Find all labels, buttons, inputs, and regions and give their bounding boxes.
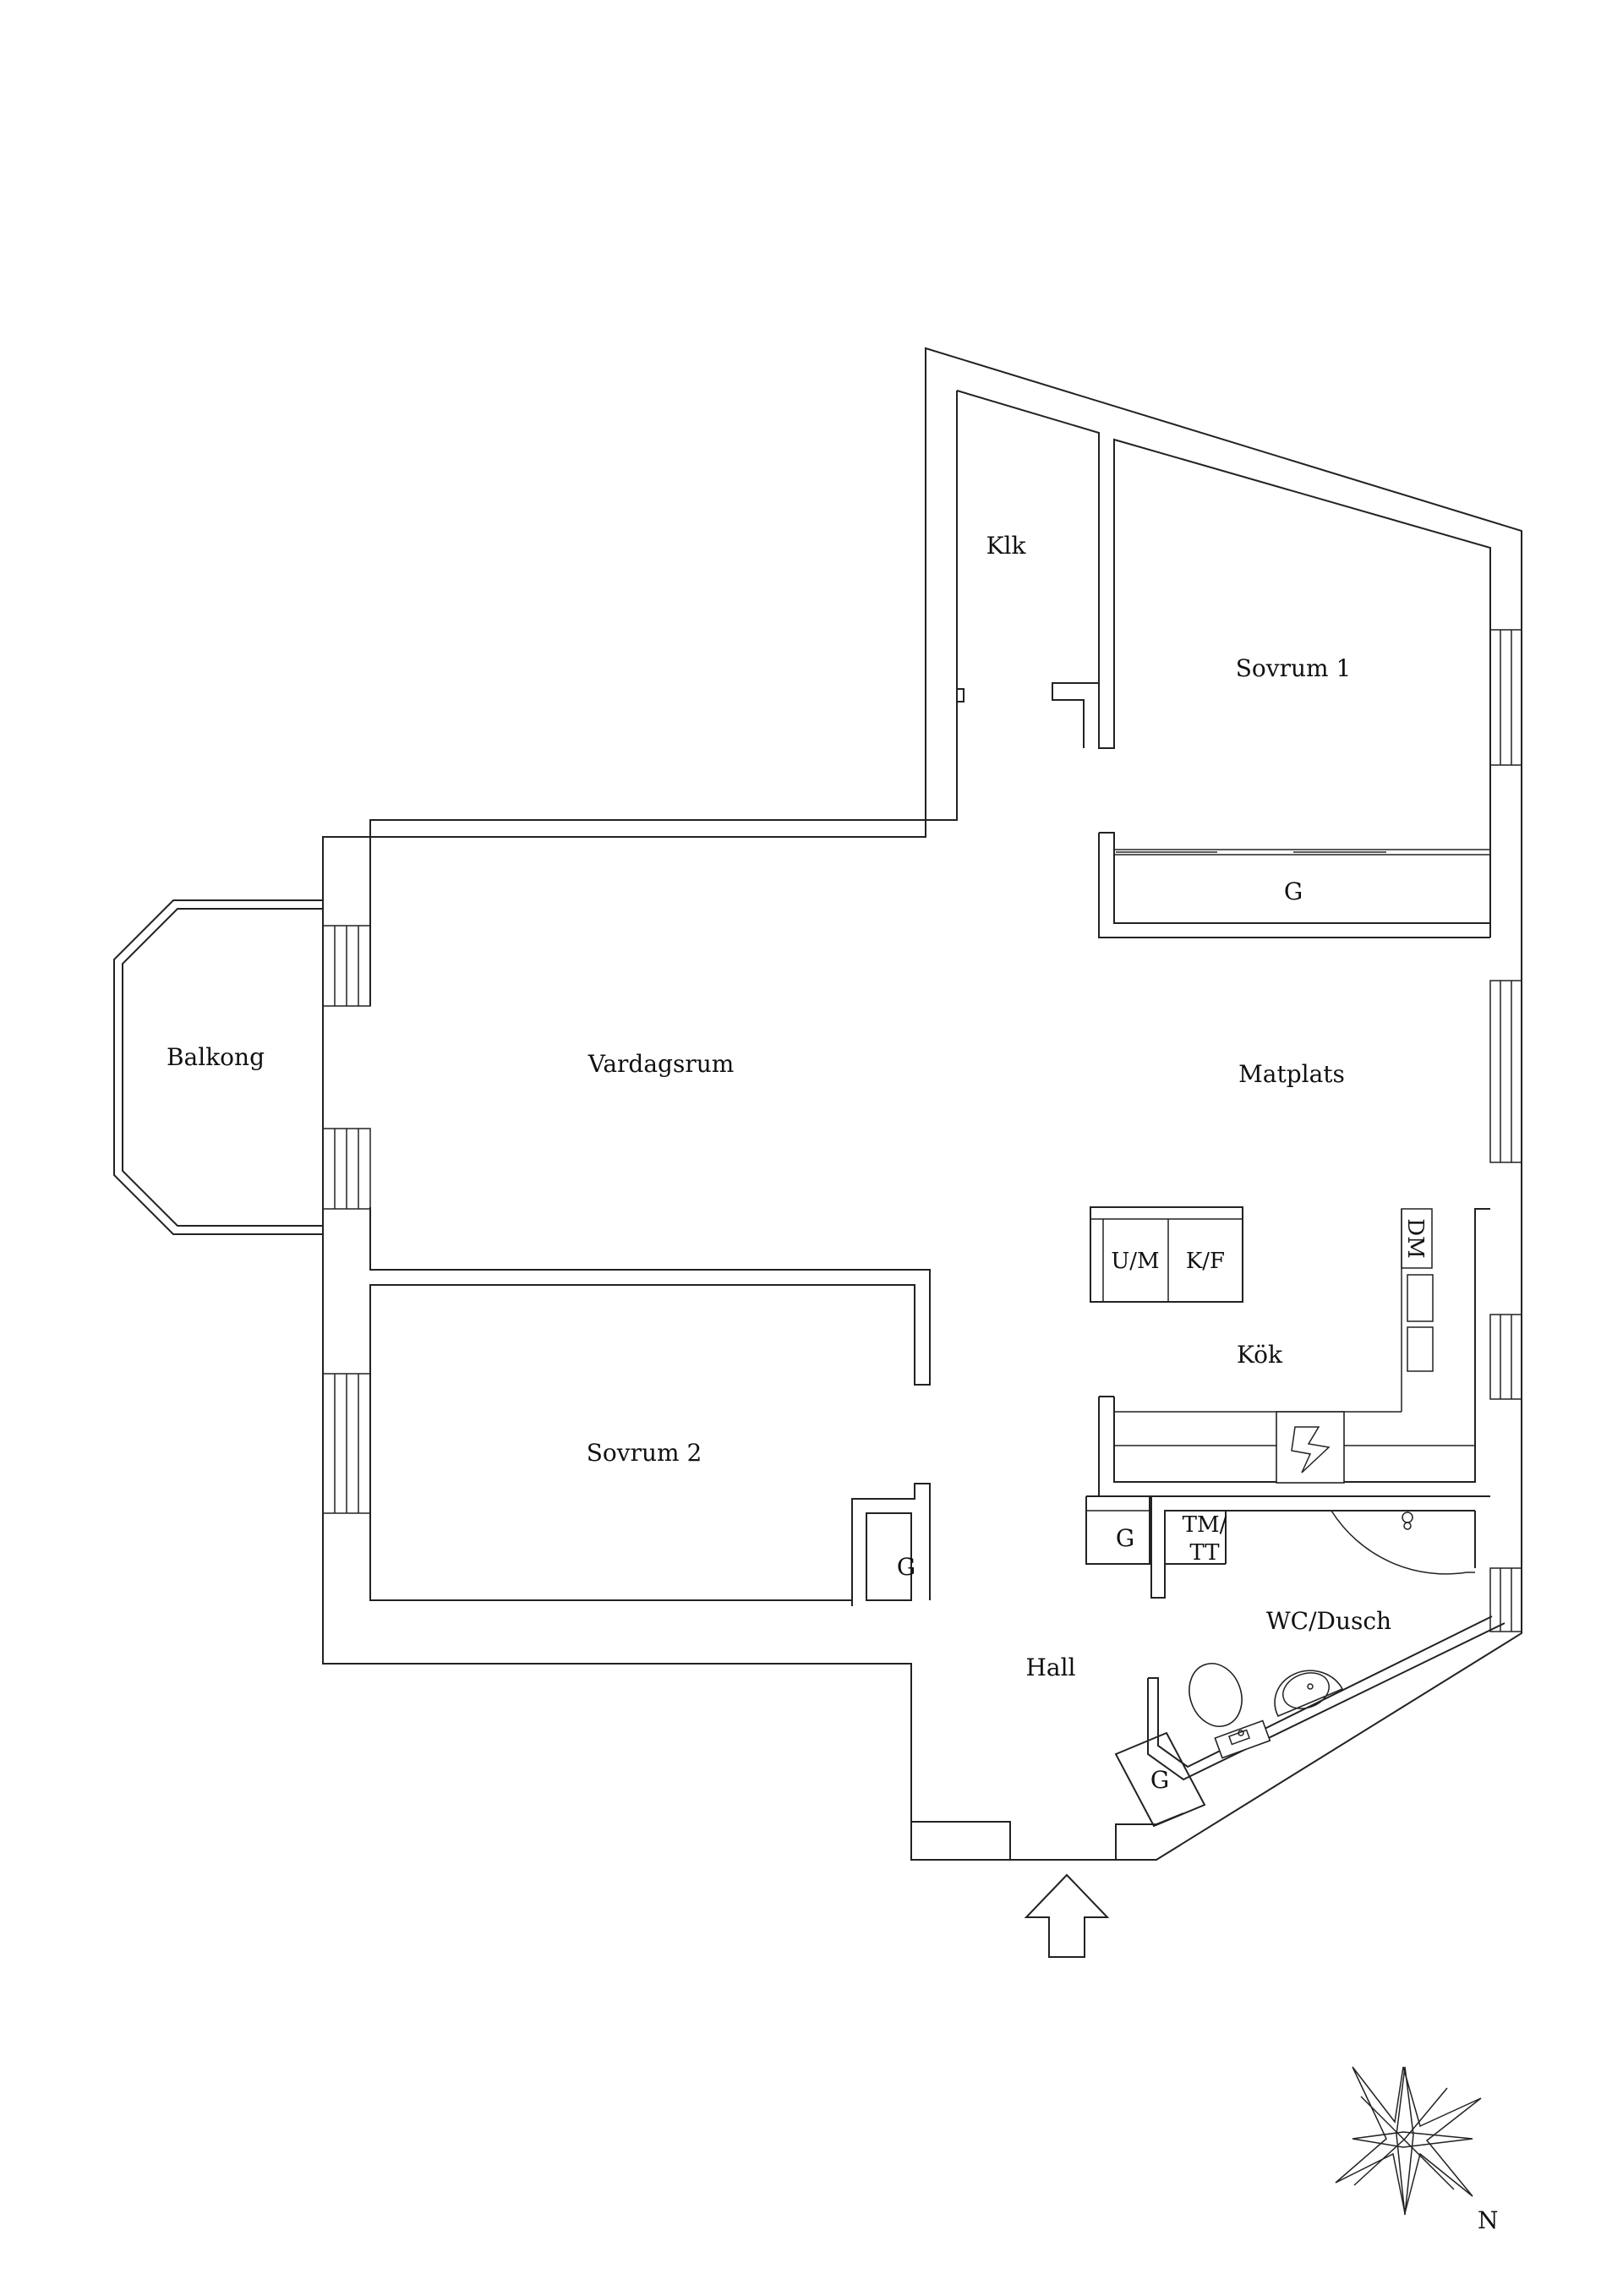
label-kf: K/F [1186, 1249, 1225, 1274]
windows [322, 629, 1522, 1632]
label-g-sovrum-1: G [1284, 877, 1303, 905]
label-hall: Hall [1025, 1654, 1075, 1681]
label-sovrum-2: Sovrum 2 [587, 1439, 702, 1467]
compass-rose-icon: N [1335, 2066, 1499, 2234]
label-tt: TT [1189, 1540, 1220, 1566]
entry-arrow-icon [1024, 1873, 1110, 1958]
label-um: U/M [1111, 1249, 1159, 1274]
label-tm: TM/ [1183, 1512, 1227, 1538]
label-sovrum-1: Sovrum 1 [1236, 654, 1352, 682]
outer-walls [322, 347, 1522, 1861]
label-g-hall-upper: G [1116, 1524, 1134, 1552]
label-matplats: Matplats [1238, 1060, 1345, 1088]
room-labels: Klk Sovrum 1 G Balkong Vardagsrum Matpla… [167, 532, 1428, 1794]
label-vardagsrum: Vardagsrum [587, 1050, 735, 1078]
label-g-hall-lower: G [1150, 1766, 1169, 1794]
compass-north-label: N [1478, 2206, 1499, 2234]
label-kok: Kök [1237, 1341, 1283, 1369]
interior-walls [369, 832, 1506, 1860]
label-wc-dusch: WC/Dusch [1266, 1607, 1391, 1635]
label-klk: Klk [986, 532, 1027, 560]
balcony [113, 899, 323, 1235]
label-balkong: Balkong [167, 1043, 265, 1071]
label-dm: DM [1402, 1218, 1428, 1258]
label-g-sovrum-2: G [897, 1553, 915, 1581]
